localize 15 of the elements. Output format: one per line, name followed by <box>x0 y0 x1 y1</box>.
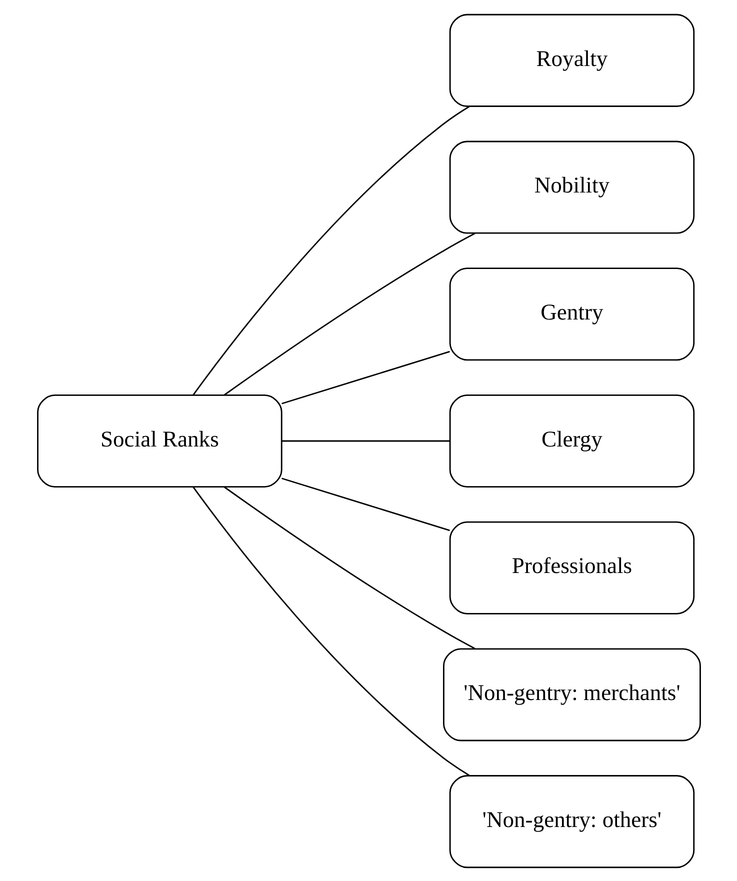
connector <box>223 232 475 396</box>
node-box: Royalty <box>448 13 694 106</box>
node-box: Social Ranks <box>36 394 282 488</box>
node-box: Clergy <box>448 394 694 488</box>
node-box: Professionals <box>448 520 694 614</box>
connector <box>281 350 450 404</box>
connector <box>192 105 470 395</box>
node-box: Gentry <box>448 267 694 360</box>
connector <box>223 486 475 649</box>
node-box: Nobility <box>448 140 694 234</box>
connector <box>281 477 450 531</box>
connector <box>192 486 470 776</box>
node-box: 'Non-gentry: others' <box>448 774 694 868</box>
connector <box>281 440 450 442</box>
node-box: 'Non-gentry: merchants' <box>442 648 700 741</box>
